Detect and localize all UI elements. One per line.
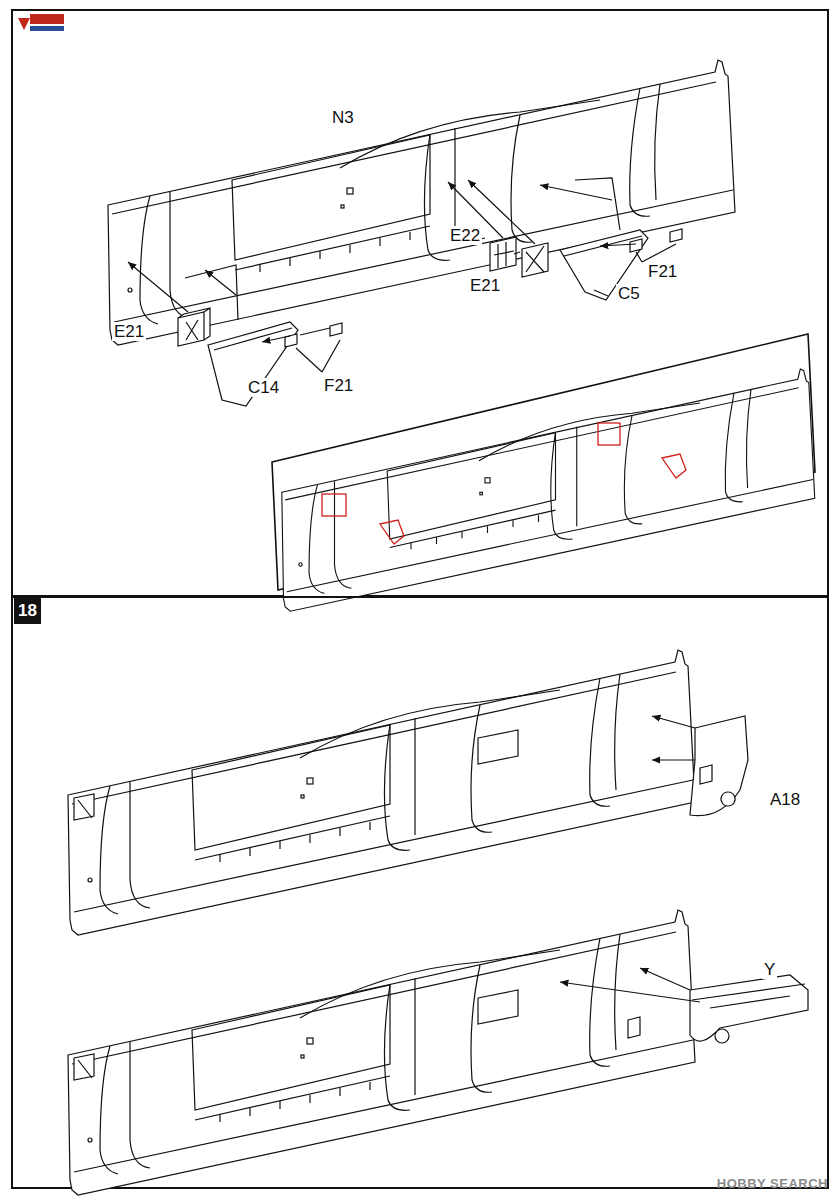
watermark: HOBBY SEARCH <box>715 1176 830 1191</box>
part-label: F21 <box>322 376 355 395</box>
part-label: Y <box>762 960 777 979</box>
step-number: 18 <box>14 598 41 624</box>
part-label: A18 <box>768 790 802 809</box>
part-label: E21 <box>112 322 146 341</box>
part-label: F21 <box>646 262 679 281</box>
part-label: C14 <box>246 378 281 397</box>
part-label: C5 <box>616 284 642 303</box>
part-label: E21 <box>468 276 502 295</box>
part-label: E22 <box>448 226 482 245</box>
step-number-text: 18 <box>18 601 37 621</box>
part-label: N3 <box>330 108 356 127</box>
